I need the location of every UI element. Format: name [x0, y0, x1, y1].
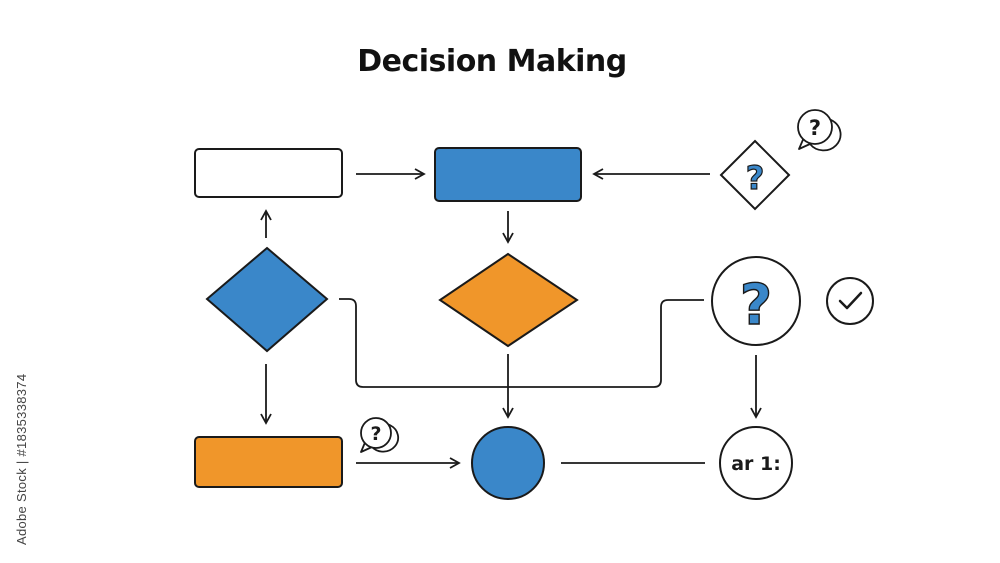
start-box-empty	[194, 148, 343, 198]
end-node-label: ar 1:	[731, 453, 781, 475]
merge-circle-blue	[471, 426, 545, 500]
process-box-orange	[194, 436, 343, 488]
question-diamond-mark: ?	[746, 159, 765, 197]
end-node: ar 1:	[719, 426, 793, 500]
question-bubble-mark: ?	[809, 116, 821, 140]
process-box-blue	[434, 147, 582, 202]
diagram-title: Decision Making	[357, 44, 627, 79]
check-circle-icon	[826, 277, 874, 325]
question-bubble-icon: ?	[797, 109, 842, 152]
question-circle-icon: ?	[711, 256, 801, 346]
question-diamond-icon: ?	[719, 139, 791, 211]
decision-diamond-orange	[438, 252, 579, 348]
question-circle-mark: ?	[740, 273, 772, 338]
question-bubble-small-mark: ?	[370, 423, 381, 445]
question-bubble-small-icon: ?	[360, 417, 399, 453]
decision-diamond-blue	[205, 246, 329, 353]
